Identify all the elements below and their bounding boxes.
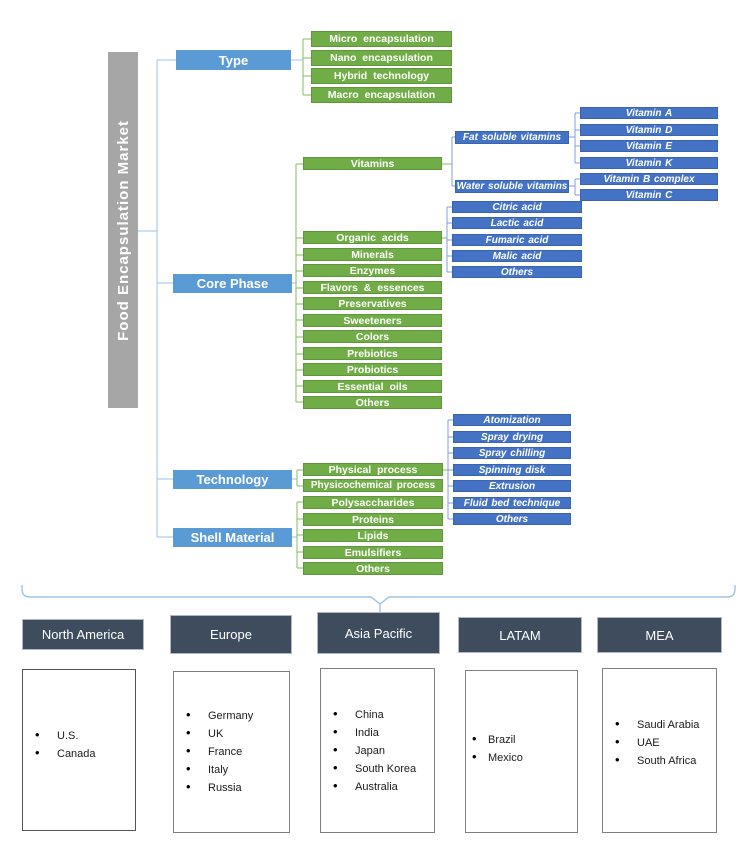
country-item: India [321,726,434,739]
tree-node-vitamin-e: Vitamin E [580,140,718,152]
region-brace [21,585,736,612]
region-list-mea: Saudi Arabia UAE South Africa [602,668,717,833]
tree-node-sweeteners: Sweeteners [303,314,442,327]
tree-node-enzymes: Enzymes [303,264,442,277]
country-item: France [174,745,289,758]
tree-node-fat-soluble-vitamins: Fat soluble vitamins [455,131,569,144]
tree-node-macro-encapsulation: Macro encapsulation [311,87,452,103]
tree-node-lactic-acid: Lactic acid [452,217,582,229]
tree-node-malic-acid: Malic acid [452,250,582,262]
tree-node-micro-encapsulation: Micro encapsulation [311,31,452,47]
tree-node-polysaccharides: Polysaccharides [303,496,443,509]
country-item: Mexico [466,751,577,764]
tree-node-fumaric-acid: Fumaric acid [452,234,582,246]
tree-node-flavors-essences: Flavors & essences [303,281,442,294]
tree-node-physical-process: Physical process [303,463,443,476]
tree-node-probiotics: Probiotics [303,363,442,376]
region-header-latam: LATAM [458,617,582,653]
country-item: U.S. [23,729,135,742]
tree-node-shell-material: Shell Material [173,528,292,547]
tree-node-shell-others: Others [303,562,443,575]
tree-node-nano-encapsulation: Nano encapsulation [311,50,452,66]
tree-node-technology: Technology [173,470,292,489]
tree-node-spray-chilling: Spray chilling [453,447,571,459]
tree-node-extrusion: Extrusion [453,480,571,492]
region-header-europe: Europe [170,615,292,654]
tree-node-organic-acid-others: Others [452,266,582,278]
tree-node-process-others: Others [453,513,571,525]
tree-node-atomization: Atomization [453,414,571,426]
tree-node-proteins: Proteins [303,513,443,526]
tree-node-colors: Colors [303,330,442,343]
tree-node-citric-acid: Citric acid [452,201,582,213]
tree-node-preservatives: Preservatives [303,297,442,310]
tree-node-lipids: Lipids [303,529,443,542]
tree-node-physicochemical-process: Physicochemical process [303,479,443,492]
tree-node-minerals: Minerals [303,248,442,261]
region-header-mea: MEA [597,617,722,653]
region-list-asia-pacific: China India Japan South Korea Australia [320,668,435,833]
country-item: Australia [321,780,434,793]
country-item: Italy [174,763,289,776]
tree-node-hybrid-technology: Hybrid technology [311,68,452,84]
tree-node-water-soluble-vitamins: Water soluble vitamins [455,180,569,193]
tree-node-vitamin-b-complex: Vitamin B complex [580,173,718,185]
country-item: Germany [174,709,289,722]
tree-node-organic-acids: Organic acids [303,231,442,244]
country-item: Saudi Arabia [603,718,716,731]
market-title-bar: Food Encapsulation Market [108,52,138,408]
tree-node-vitamin-a: Vitamin A [580,107,718,119]
green-brackets [295,38,452,569]
tree-node-vitamin-k: Vitamin K [580,157,718,169]
tree-node-core-phase: Core Phase [173,274,292,293]
spine-lines [138,59,303,538]
tree-node-emulsifiers: Emulsifiers [303,546,443,559]
region-list-north-america: U.S. Canada [22,669,136,831]
country-item: China [321,708,434,721]
country-item: Russia [174,781,289,794]
blue-brackets [446,112,580,520]
country-item: South Africa [603,754,716,767]
market-title: Food Encapsulation Market [114,119,132,341]
tree-node-fluid-bed-technique: Fluid bed technique [453,497,571,509]
region-list-europe: Germany UK France Italy Russia [173,671,290,833]
country-item: Japan [321,744,434,757]
tree-node-spray-drying: Spray drying [453,431,571,443]
region-header-north-america: North America [22,619,144,650]
tree-node-type: Type [176,50,291,70]
country-item: South Korea [321,762,434,775]
tree-node-spinning-disk: Spinning disk [453,464,571,476]
tree-node-core-others: Others [303,396,442,409]
tree-node-prebiotics: Prebiotics [303,347,442,360]
country-item: Brazil [466,733,577,746]
tree-node-vitamin-d: Vitamin D [580,124,718,136]
country-item: Canada [23,747,135,760]
country-item: UK [174,727,289,740]
region-list-latam: Brazil Mexico [465,670,578,833]
tree-node-vitamin-c: Vitamin C [580,189,718,201]
tree-node-essential-oils: Essential oils [303,380,442,393]
country-item: UAE [603,736,716,749]
region-header-asia-pacific: Asia Pacific [317,612,440,654]
tree-node-vitamins: Vitamins [303,157,442,170]
